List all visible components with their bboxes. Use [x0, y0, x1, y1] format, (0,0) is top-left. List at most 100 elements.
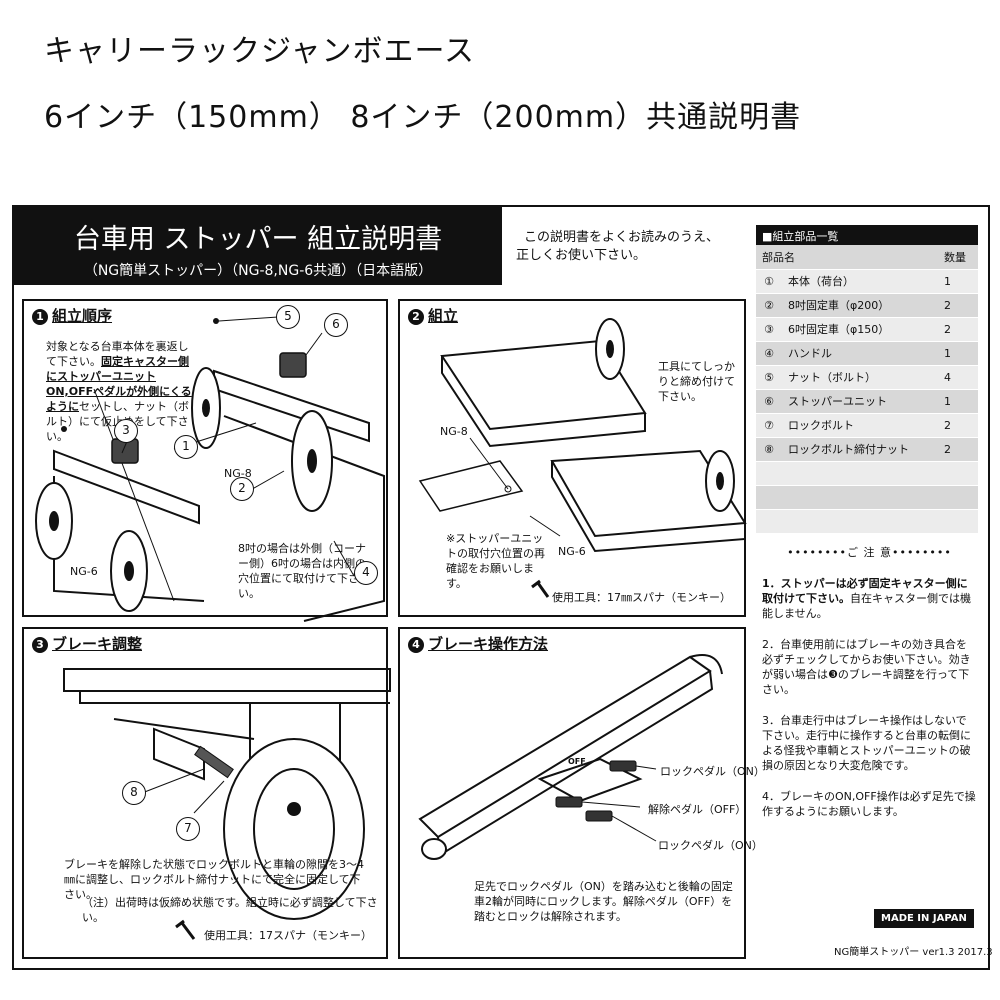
part-quantity: 4 — [938, 365, 978, 390]
made-in-japan-badge: MADE IN JAPAN — [874, 909, 974, 928]
part-name: ロックボルト締付ナット — [782, 437, 938, 462]
part-name: ロックボルト — [782, 413, 938, 438]
part-number: ⑥ — [756, 389, 782, 414]
shipping-note: （注）出荷時は仮締め状態です。組立時に必ず調整して下さい。 — [82, 896, 378, 924]
callout-1: 1 — [174, 435, 198, 459]
assembly-order-illustration — [35, 316, 385, 622]
part-quantity: 2 — [938, 293, 978, 318]
mounting-hole-note: ※ストッパーユニットの取付穴位置の再確認をお願いします。 — [446, 532, 545, 590]
part-quantity: 2 — [938, 413, 978, 438]
callout-2: 2 — [230, 477, 254, 501]
caution-1: 1．ストッパーは必ず固定キャスター側に取付けて下さい。自在キャスター側では機能し… — [762, 576, 977, 621]
parts-table-header: 部品名 数量 — [756, 245, 978, 270]
tighten-note: 工具にてしっかりと締め付けて下さい。 — [658, 360, 735, 403]
assembly-illustration — [418, 318, 747, 598]
assembly-order-note-a: 対象となる台車本体を裏返して下さい。 — [46, 340, 189, 368]
part-quantity: 1 — [938, 269, 978, 294]
part-number: ⑧ — [756, 437, 782, 462]
brake-operation-label: ブレーキ操作方法 — [428, 635, 549, 653]
label-ng-8: NG-8 — [440, 425, 468, 438]
lock-pedal-label-1: ロックペダル（ON） — [660, 765, 765, 778]
brake-adjustment-illustration — [63, 668, 391, 940]
part-name: ストッパーユニット — [782, 389, 938, 414]
part-name: 本体（荷台） — [782, 269, 938, 294]
step-number: 1 — [32, 309, 48, 325]
caution-1-bold: 1．ストッパーは必ず固定キャスター側に取付けて下さい。 — [762, 577, 968, 605]
step-number: 4 — [408, 637, 424, 653]
part-name: 8吋固定車（φ200） — [782, 293, 938, 318]
assembly-order-label: 組立順序 — [52, 307, 113, 325]
caution-4: 4．ブレーキのON,OFF操作は必ず足先で操作するようにお願いします。 — [762, 790, 976, 818]
callout-6: 6 — [324, 313, 348, 337]
tool-note: 使用工具：17㎜スパナ（モンキー） — [552, 591, 731, 604]
release-pedal-label: 解除ペダル（OFF） — [648, 803, 747, 816]
part-name: ハンドル — [782, 341, 938, 366]
instruction-sheet: 台車用 ストッパー 組立説明書 （NG簡単ストッパー）（NG-8,NG-6共通）… — [12, 205, 993, 970]
manual-banner: 台車用 ストッパー 組立説明書 （NG簡単ストッパー）（NG-8,NG-6共通）… — [14, 207, 502, 285]
cautions-section: ••••••••ご 注 意•••••••• 1．ストッパーは必ず固定キャスター側… — [762, 545, 977, 835]
callout-3: 3 — [114, 419, 138, 443]
table-row-empty — [756, 485, 978, 510]
part-name: 6吋固定車（φ150） — [782, 317, 938, 342]
step-number: 2 — [408, 309, 424, 325]
parts-list-heading: ■組立部品一覧 — [756, 225, 978, 245]
document-title: キャリーラックジャンボエース — [44, 34, 475, 69]
assembly-label: 組立 — [428, 307, 459, 325]
cautions-heading: ••••••••ご 注 意•••••••• — [787, 546, 952, 559]
part-number: ② — [756, 293, 782, 318]
brake-operation-note: 足先でロックペダル（ON）を踏み込むと後輪の固定車2輪が同時にロックします。解除… — [474, 880, 733, 923]
banner-subtitle: （NG簡単ストッパー）（NG-8,NG-6共通）（日本語版） — [83, 263, 433, 279]
callout-8: 8 — [122, 781, 146, 805]
part-number: ④ — [756, 341, 782, 366]
caution-1-rest: 自在キャスター側では機能しません。 — [762, 592, 971, 620]
part-number: ⑦ — [756, 413, 782, 438]
callout-7: 7 — [176, 817, 200, 841]
brake-adjustment-label: ブレーキ調整 — [52, 635, 143, 653]
caution-2: 2．台車使用前にはブレーキの効き具合を必ずチェックしてからお使い下さい。効きが弱… — [762, 638, 971, 696]
banner-title: 台車用 ストッパー 組立説明書 — [73, 224, 443, 255]
label-ng-6: NG-6 — [558, 545, 586, 558]
table-row-empty — [756, 461, 978, 486]
part-quantity: 2 — [938, 317, 978, 342]
label-ng-8: NG-8 — [224, 467, 252, 480]
pedal-off-marking: OFF — [568, 757, 586, 766]
table-row-empty — [756, 509, 978, 534]
column-part-name: 部品名 — [756, 245, 938, 270]
part-number: ① — [756, 269, 782, 294]
part-quantity: 1 — [938, 341, 978, 366]
step-number: 3 — [32, 637, 48, 653]
part-number: ③ — [756, 317, 782, 342]
intro-line-1: この説明書をよくお読みのうえ、 — [524, 230, 720, 245]
lock-pedal-label-2: ロックペダル（ON） — [658, 839, 763, 852]
intro-line-2: 正しくお使い下さい。 — [516, 248, 647, 263]
brake-operation-illustration — [418, 654, 723, 860]
intro-text: この説明書をよくお読みのうえ、 正しくお使い下さい。 — [516, 229, 720, 265]
part-quantity: 1 — [938, 389, 978, 414]
callout-4: 4 — [354, 561, 378, 585]
part-quantity: 2 — [938, 437, 978, 462]
assembly-order-note-b: 固定キャスター側にストッパーユニットON,OFFペダルが外側にくるように — [46, 355, 192, 413]
column-quantity: 数量 — [938, 245, 978, 270]
hole-position-note: 8吋の場合は外側（コーナー側）6吋の場合は内側の穴位置にて取付けて下さい。 — [238, 542, 366, 600]
tool-note: 使用工具：17スパナ（モンキー） — [204, 929, 372, 942]
document-subtitle: 6インチ（150mm） 8インチ（200mm）共通説明書 — [44, 100, 802, 135]
label-ng-6: NG-6 — [70, 565, 98, 578]
part-number: ⑤ — [756, 365, 782, 390]
